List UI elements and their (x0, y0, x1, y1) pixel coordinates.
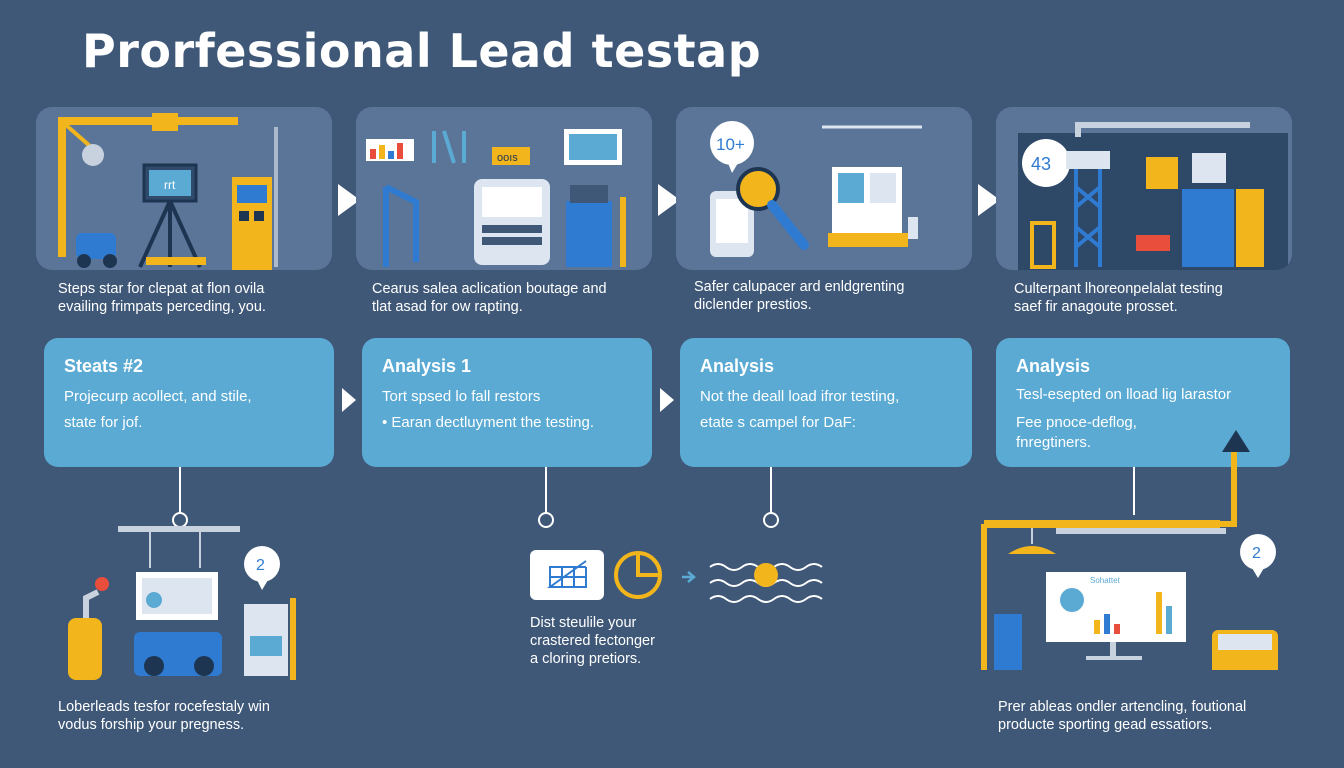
count-badge-icon (1022, 139, 1070, 187)
connector-dot (763, 512, 779, 528)
warning-triangle-icon (1222, 430, 1250, 452)
rack-icon (383, 184, 419, 267)
illustration-panel-4: 43 (996, 107, 1292, 270)
card-line: Not the deall load ifror testing, (700, 388, 900, 405)
panel-caption-1: Steps star for clepat at flon ovila evai… (58, 281, 266, 315)
card-title: Analysis 1 (382, 356, 472, 376)
svg-text:43: 43 (1031, 154, 1051, 174)
pendulum-ball-icon (82, 144, 104, 166)
panel-caption-4: Culterpant lhoreonpelalat testing saef f… (1014, 281, 1223, 315)
illustration-panel-1: rrt (36, 107, 332, 270)
car-icon (76, 233, 116, 259)
card-line: Tort spsed lo fall restors (382, 388, 541, 405)
count-badge-icon (710, 121, 754, 165)
svg-text:ooıs: ooıs (497, 152, 518, 164)
card-title: Steats #2 (64, 356, 144, 376)
bottom-scene-2 (530, 550, 823, 603)
svg-text:2: 2 (256, 557, 265, 574)
bottom-caption-3: Prer ableas ondler artencling, foutional… (998, 699, 1247, 733)
panel-caption-2: Cearus salea aclication boutage and tlat… (372, 281, 607, 315)
card-line: etate s campel for DaF: (700, 414, 856, 431)
lab-scene-4: 43 (1018, 122, 1288, 270)
card-line: • Earan dectluyment the testing. (382, 414, 595, 431)
count-badge-icon (244, 546, 280, 582)
step-card-3: Analysis Not the deall load ifror testin… (680, 338, 972, 467)
page-title: Prorfessional Lead testap (82, 24, 762, 78)
magnifier-icon (736, 167, 780, 211)
wall-sign-icon (1146, 157, 1178, 189)
card-line: Projecurp acollect, and stile, (64, 388, 252, 405)
illustration-panel-2: ooıs (356, 107, 652, 270)
connector-line (545, 467, 547, 515)
bottom-scene-3: 2 Sohattet (981, 430, 1278, 670)
illustration-panel-3: 10+ (676, 107, 972, 270)
step-card-2: Analysis 1 Tort spsed lo fall restors • … (362, 338, 652, 467)
bottom-caption-1: Loberleads tesfor rocefestaly win vodus … (58, 699, 270, 733)
card-line: fnregtiners. (1016, 434, 1092, 451)
panel-caption-3: Safer calupacer ard enldgrenting diclend… (694, 279, 905, 313)
card-title: Analysis (700, 356, 775, 376)
svg-text:2: 2 (1252, 545, 1261, 562)
arrow-small-icon (682, 571, 696, 583)
tower-icon (1074, 169, 1102, 267)
svg-text:Sohattet: Sohattet (1090, 576, 1121, 585)
bottom-scene-1: 2 (68, 526, 296, 680)
svg-text:10+: 10+ (716, 135, 745, 154)
cabinet-icon (566, 201, 612, 267)
card-line: Tesl-esepted on lload lig larastor (1016, 386, 1232, 403)
arrow-right-icon (338, 184, 360, 216)
tank-icon (68, 618, 102, 680)
count-badge-icon (1240, 534, 1276, 570)
connector-line (179, 467, 181, 515)
connector-line (770, 467, 772, 515)
bottom-caption-2: Dist steulile your crastered fectonger a… (530, 615, 655, 667)
arrow-right-icon (660, 388, 674, 412)
lab-scene-3: 10+ (710, 121, 922, 257)
card-line: state for jof. (64, 414, 143, 431)
cabinet-icon (1182, 189, 1234, 267)
step-card-1: Steats #2 Projecurp acollect, and stile,… (44, 338, 334, 467)
card-title: Analysis (1016, 356, 1091, 376)
svg-text:rrt: rrt (164, 178, 176, 192)
connector-line (1133, 467, 1135, 515)
connector-dot (538, 512, 554, 528)
cabinet-icon (994, 614, 1022, 670)
lab-scene-1: rrt (58, 113, 278, 270)
card-line: Fee pnoce-deflog, (1016, 414, 1137, 431)
arrow-right-icon (978, 184, 1000, 216)
lamp-icon (1008, 546, 1056, 554)
lab-scene-2: ooıs (366, 129, 626, 267)
arrow-right-icon (342, 388, 356, 412)
arrow-right-icon (658, 184, 680, 216)
